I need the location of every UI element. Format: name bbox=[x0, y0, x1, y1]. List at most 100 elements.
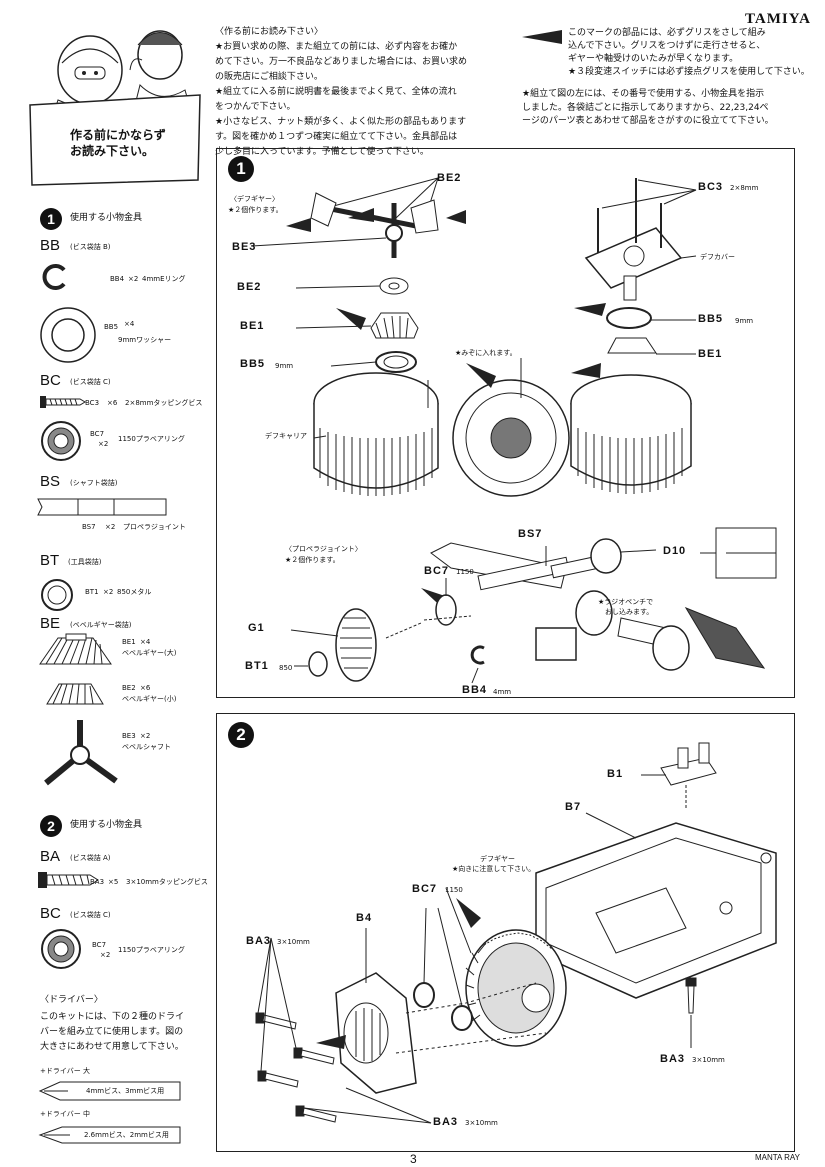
label-bb5-right-unit: 9mm bbox=[735, 317, 754, 325]
bag-name-be: (ベベルギヤー袋詰) bbox=[70, 621, 132, 629]
number-note-line: しました。各袋詰ごとに指示してありますから、22,23,24ペ bbox=[522, 102, 769, 113]
before-note-line: めて下さい。万一不良品などありました場合には、お買い求め bbox=[215, 57, 468, 67]
part-desc: 3×10mmタッピングビス bbox=[126, 878, 208, 886]
step2-number: 2 bbox=[228, 722, 254, 748]
label-bs7: BS7 bbox=[518, 528, 543, 540]
prop-joint-title: 〈プロペラジョイント〉 bbox=[285, 545, 362, 553]
before-notes: ★お買い求めの際、また組立ての前には、必ず内容をお確かめて下さい。万一不良品など… bbox=[215, 40, 515, 160]
label-be3: BE3 bbox=[232, 241, 257, 253]
label-d10: D10 bbox=[663, 545, 687, 557]
diff-gear-label: デフギヤー bbox=[480, 855, 515, 863]
step1-parts-title: 使用する小物金具 bbox=[70, 213, 143, 223]
label-bc7-unit: 1150 bbox=[456, 568, 474, 576]
brand-logo: TAMIYA bbox=[744, 11, 811, 27]
label-ba3-bottom-unit: 3×10mm bbox=[465, 1119, 498, 1127]
label-b7: B7 bbox=[565, 801, 582, 813]
step2-panel bbox=[216, 713, 795, 1152]
label-be1-right: BE1 bbox=[698, 348, 723, 360]
label-be2: BE2 bbox=[237, 281, 262, 293]
before-title: 〈作る前にお読み下さい〉 bbox=[215, 27, 324, 37]
bag-code-bc: BC bbox=[40, 372, 61, 389]
part-id: BB4 bbox=[110, 275, 125, 283]
label-bb5-right: BB5 bbox=[698, 313, 724, 325]
part-desc: 1150プラベアリング bbox=[118, 435, 185, 443]
gearbox-assembly-drawing bbox=[255, 742, 777, 1124]
label-ba3-left-unit: 3×10mm bbox=[277, 938, 310, 946]
prop-joint-note: ★２個作ります。 bbox=[285, 556, 340, 564]
bag-code-be: BE bbox=[40, 615, 61, 632]
bag-name-bb: (ビス袋詰 B) bbox=[70, 243, 111, 251]
label-ba3-left: BA3 bbox=[246, 935, 272, 947]
bearing-icon bbox=[41, 421, 81, 461]
part-id: BE1 bbox=[122, 638, 136, 646]
part-id: BS7 bbox=[82, 523, 96, 531]
label-be1: BE1 bbox=[240, 320, 265, 332]
label-bc3: BC3 bbox=[698, 181, 724, 193]
grease-mark-icon bbox=[522, 30, 562, 44]
number-note-line: ージのパーツ表とあわせて部品をさがすのに役立てて下さい。 bbox=[522, 116, 774, 126]
part-qty: ×2 bbox=[100, 951, 111, 959]
washer-icon bbox=[40, 307, 96, 363]
part-desc: 1150プラベアリング bbox=[118, 946, 185, 954]
part-id: BA3 bbox=[90, 878, 105, 886]
bag-name-bc: (ビス袋詰 C) bbox=[70, 378, 111, 386]
part-desc: 2×8mmタッピングビス bbox=[125, 399, 203, 407]
bag-name-ba: (ビス袋詰 A) bbox=[70, 854, 111, 862]
label-b1: B1 bbox=[607, 768, 624, 780]
part-id: BE2 bbox=[122, 684, 136, 692]
before-note-line: す。図を確かめ１つずつ確実に組立てて下さい。金具部品は bbox=[215, 132, 458, 142]
bag-code-ba: BA bbox=[40, 848, 61, 865]
label-ba3-right: BA3 bbox=[660, 1053, 686, 1065]
part-qty: ×4 bbox=[124, 320, 135, 328]
driver-large-name: +ドライバー 大 bbox=[40, 1067, 90, 1075]
label-b4: B4 bbox=[356, 912, 373, 924]
label-be2-top: BE2 bbox=[437, 172, 462, 184]
bag-code-bs: BS bbox=[40, 473, 61, 490]
bag-code-bb: BB bbox=[40, 237, 61, 254]
tapping-screw-icon bbox=[38, 872, 99, 888]
part-desc: 4mmEリング bbox=[142, 275, 186, 283]
bag-name-bc2: (ビス袋詰 C) bbox=[70, 911, 111, 919]
metal-bushing-icon bbox=[41, 579, 73, 611]
before-note-line: の販売店にご相談下さい。 bbox=[215, 72, 323, 82]
step2-sidebar-number: 2 bbox=[40, 815, 62, 837]
driver-notes: このキットには、下の２種のドライバーを組み立てに使用します。図の大きさにあわせて… bbox=[40, 1010, 184, 1055]
part-qty: ×6 bbox=[107, 399, 118, 407]
grease-note-line: ギヤーや軸受けのいたみが早くなります。 bbox=[568, 54, 739, 64]
part-id: BT1 bbox=[85, 588, 99, 596]
groove-note: ★みぞに入れます。 bbox=[455, 349, 517, 357]
bevel-gear-small-icon bbox=[46, 683, 104, 705]
notice-title: 作る前にかならず お読み下さい。 bbox=[70, 128, 166, 159]
part-id: BC3 bbox=[85, 399, 100, 407]
label-ba3-bottom: BA3 bbox=[433, 1116, 459, 1128]
driver-large-use: 4mmビス、3mmビス用 bbox=[86, 1087, 165, 1095]
bevel-shaft-icon bbox=[44, 720, 118, 786]
bag-code-bt: BT bbox=[40, 552, 60, 569]
part-qty: ×2 bbox=[128, 275, 139, 283]
label-diff-cover: デフカバー bbox=[700, 253, 735, 261]
part-qty: ×2 bbox=[103, 588, 114, 596]
bag-code-bc2: BC bbox=[40, 905, 61, 922]
before-note-line: 少し多目に入っています。予備として使って下さい。 bbox=[215, 147, 429, 157]
part-desc: プロペラジョイント bbox=[123, 523, 186, 531]
label-bt1: BT1 bbox=[245, 660, 269, 672]
part-id: BC7 bbox=[92, 941, 107, 949]
part-desc: ベベルシャフト bbox=[122, 743, 171, 751]
grease-note-line: ★３段変速スイッチには必ず接点グリスを使用して下さい。 bbox=[568, 67, 810, 77]
model-name: MANTA RAY bbox=[754, 1153, 800, 1162]
label-ba3-right-unit: 3×10mm bbox=[692, 1056, 725, 1064]
driver-title: 〈ドライバー〉 bbox=[40, 995, 103, 1005]
grease-note-line: 込んで下さい。グリスをつけずに走行させると、 bbox=[568, 41, 766, 51]
step1-number: 1 bbox=[228, 156, 254, 182]
part-desc: ベベルギヤー(大) bbox=[122, 649, 177, 657]
part-qty: ×2 bbox=[105, 523, 116, 531]
label-bb5: BB5 bbox=[240, 358, 266, 370]
driver-medium-name: +ドライバー 中 bbox=[40, 1110, 90, 1118]
driver-note-line: このキットには、下の２種のドライ bbox=[40, 1012, 185, 1022]
before-note-line: ★お買い求めの際、また組立ての前には、必ず内容をお確か bbox=[215, 42, 458, 52]
label-bc7: BC7 bbox=[424, 565, 450, 577]
part-desc: 850メタル bbox=[117, 588, 152, 596]
step1-sidebar-number: 1 bbox=[40, 208, 62, 230]
label-bb4: BB4 bbox=[462, 684, 488, 696]
part-qty: ×5 bbox=[108, 878, 119, 886]
